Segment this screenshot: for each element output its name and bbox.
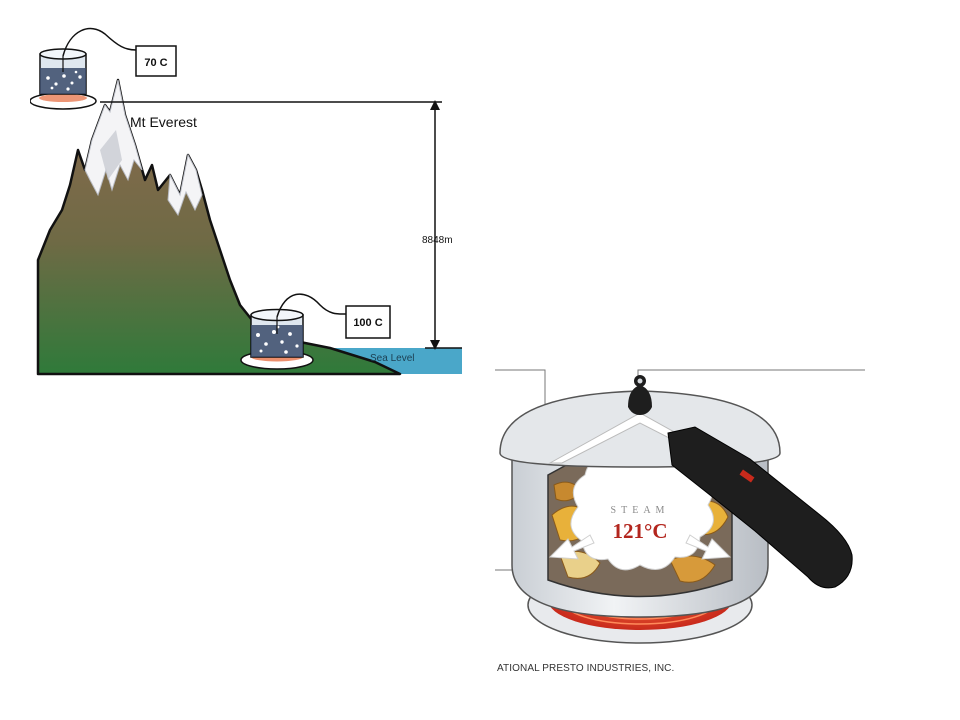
handle-lock-indicator [739, 469, 755, 483]
sea-level-thermometer-box [345, 305, 391, 339]
pressure-cooker-svg: STEAM 121°C [495, 369, 865, 644]
peak-name: Mt Everest [130, 114, 197, 130]
sea-level-probe-wire [276, 293, 347, 318]
pressure-cooker-diagram: STEAM 121°C [490, 355, 880, 685]
snow-cap-right [167, 153, 203, 217]
mountain-boiling-diagram: 70 C Mt Everest 8848m Sea Level 100 C [30, 20, 470, 380]
image-credit: ATIONAL PRESTO INDUSTRIES, INC. [497, 663, 675, 674]
summit-temperature: 70 C [144, 57, 167, 69]
arrow-up-icon [430, 100, 440, 110]
summit-boiling-pot [30, 48, 97, 110]
height-label: 8848m [422, 235, 453, 246]
steam-label: STEAM [611, 505, 670, 516]
summit-probe-wire [62, 27, 137, 57]
sea-level-temperature: 100 C [353, 317, 382, 329]
sea-level-boiling-pot [240, 308, 314, 370]
lid-callout-line [495, 369, 546, 410]
valve-callout-line [637, 369, 865, 383]
steam-temperature: 121°C [612, 519, 667, 543]
cooker-handle [667, 426, 853, 589]
snow-shadow [100, 130, 122, 180]
summit-thermometer-box [135, 45, 177, 77]
mountain-diagram-svg: 70 C Mt Everest 8848m Sea Level 100 C [30, 27, 462, 376]
pressure-valve [628, 375, 652, 415]
sea-level-label: Sea Level [370, 353, 414, 364]
arrow-down-icon [430, 340, 440, 350]
